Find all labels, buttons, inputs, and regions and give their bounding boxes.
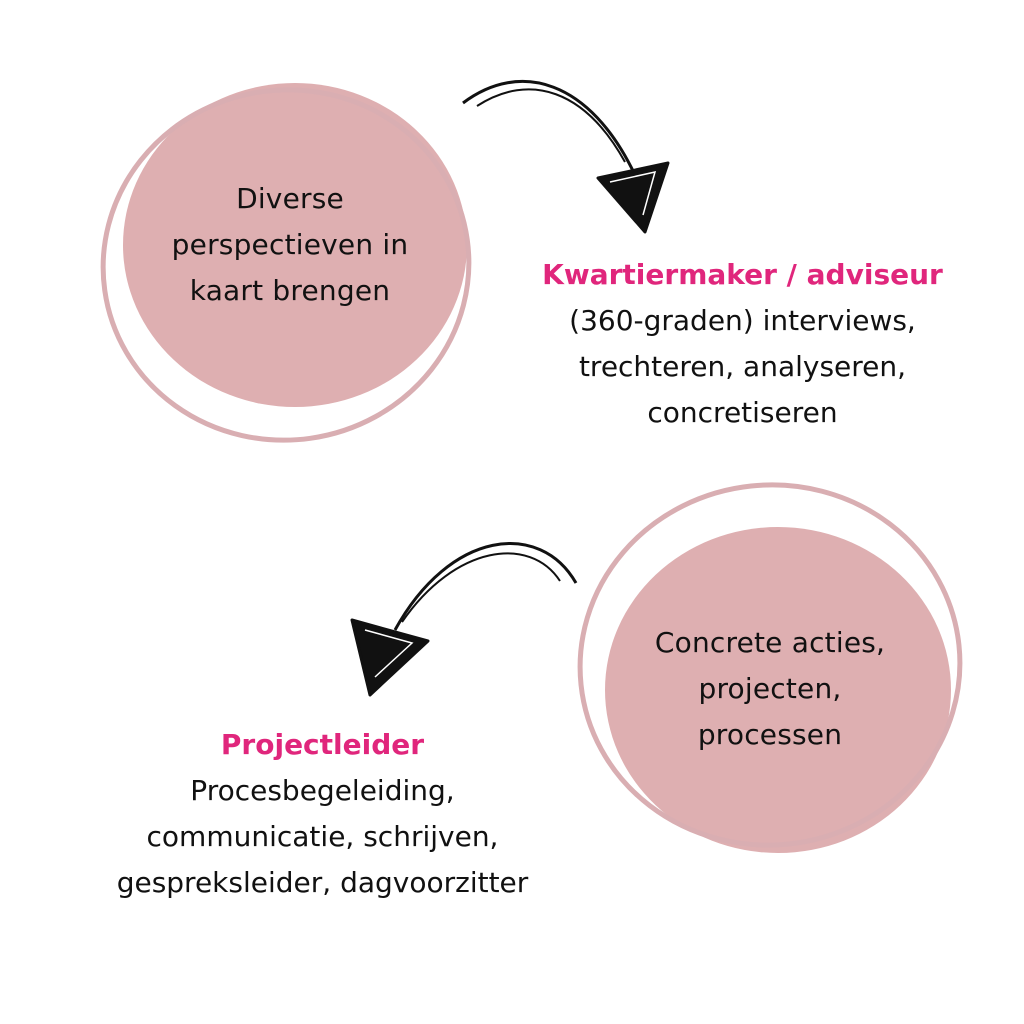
circle-2-fill (605, 527, 951, 853)
circle-1-line: perspectieven in (171, 228, 409, 261)
role-description-line: concretiseren (647, 396, 838, 429)
role-kwartiermaker: Kwartiermaker / adviseur (360-graden) in… (500, 252, 985, 436)
role-title: Kwartiermaker / adviseur (542, 258, 943, 291)
circle-2-line: Concrete acties, (654, 626, 886, 659)
curved-arrow-down-left-icon (350, 541, 578, 697)
circle-1-ring (100, 87, 472, 443)
circle-1-fill (123, 83, 467, 407)
role-description-line: gespreksleider, dagvoorzitter (116, 866, 529, 899)
circle-1 (100, 83, 472, 443)
curved-arrow-down-right-icon (462, 80, 670, 234)
role-title: Projectleider (220, 728, 425, 761)
circle-2-label: Concrete acties, projecten, processen (610, 620, 930, 758)
circle-2 (577, 482, 963, 853)
role-description-line: (360-graden) interviews, (569, 304, 916, 337)
role-description-line: Procesbegeleiding, (190, 774, 455, 807)
circle-1-line: kaart brengen (189, 274, 391, 307)
role-description-line: communicatie, schrijven, (146, 820, 499, 853)
role-projectleider: Projectleider Procesbegeleiding, communi… (80, 722, 565, 906)
circle-2-ring (577, 482, 963, 848)
circle-2-line: processen (697, 718, 843, 751)
circle-1-label: Diverse perspectieven in kaart brengen (130, 176, 450, 314)
role-description-line: trechteren, analyseren, (578, 350, 907, 383)
circle-2-line: projecten, (698, 672, 842, 705)
circle-1-line: Diverse (236, 182, 344, 215)
